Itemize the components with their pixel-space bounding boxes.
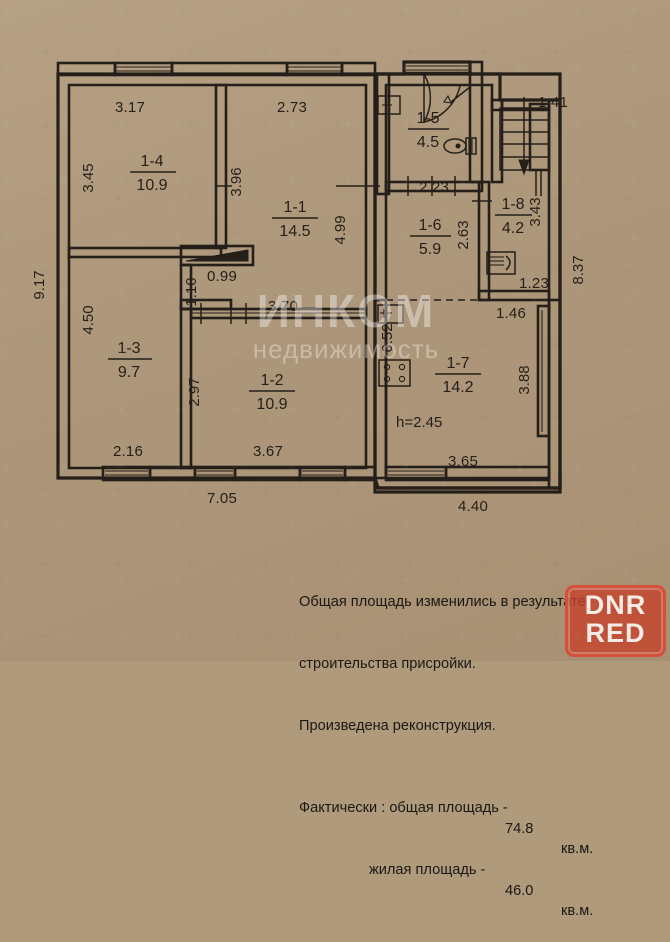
dnr-red-logo: DNR RED — [565, 585, 666, 657]
logo-line-2: RED — [568, 619, 663, 647]
dim-room12-left: 2.97 — [186, 377, 203, 406]
note-line-3: Произведена реконструкция. — [299, 716, 659, 737]
dim-room12-bottom: 3.67 — [253, 443, 283, 460]
room-labels: 1-4 10.9 1-1 14.5 1-3 9.7 1-2 10.9 1-5 4… — [108, 110, 532, 431]
living-area-label: жилая площадь - — [369, 860, 485, 881]
dim-room18-bottom: 1.46 — [496, 305, 526, 322]
dim-bath-width: 2.23 — [419, 179, 449, 196]
room-label-1-6: 1-6 — [418, 217, 441, 234]
dim-stair-width: 1.41 — [538, 94, 568, 111]
dim-room16-height: 2.63 — [455, 220, 472, 249]
dim-left-outer: 9.17 — [31, 270, 48, 299]
dim-right-outer: 8.37 — [570, 255, 587, 284]
stove-icon — [379, 360, 410, 386]
note-text-1: Общая площадь изменились в результате — [299, 592, 586, 613]
sink-icon — [378, 305, 403, 323]
room-label-1-1: 1-1 — [283, 199, 306, 216]
room-label-1-5: 1-5 — [416, 110, 439, 127]
dim-room17-right: 3.88 — [516, 365, 533, 394]
room-label-1-8: 1-8 — [501, 196, 524, 213]
room-label-1-4: 1-4 — [140, 153, 163, 170]
dim-room17-bottom: 3.65 — [448, 453, 478, 470]
dim-closet-depth: 1.10 — [183, 277, 200, 306]
note-line-2: строительства присройки. — [299, 654, 659, 675]
room-area-1-2: 10.9 — [256, 396, 287, 413]
outer-walls — [58, 62, 560, 488]
room-label-1-3: 1-3 — [117, 340, 140, 357]
living-area-value: 46.0 — [505, 881, 533, 902]
dim-tub-width: 1.23 — [519, 275, 549, 292]
dim-top-left: 3.17 — [115, 99, 145, 116]
living-area-unit: кв.м. — [561, 901, 593, 922]
bathtub-icon — [487, 252, 515, 274]
total-area-label: Фактически : общая площадь - — [299, 798, 508, 819]
dim-room13-bottom: 2.16 — [113, 443, 143, 460]
scan-page: 1-4 10.9 1-1 14.5 1-3 9.7 1-2 10.9 1-5 4… — [0, 0, 670, 661]
dim-room11-height: 3.96 — [228, 167, 245, 196]
dim-room12-top: 3.70 — [268, 298, 298, 315]
note-line-total: Фактически : общая площадь - 74.8 кв.м. — [299, 778, 659, 799]
room-area-1-7: 14.2 — [442, 379, 473, 396]
dim-left-upper: 3.45 — [80, 163, 97, 192]
room-label-1-2: 1-2 — [260, 372, 283, 389]
dim-bottom-total: 7.05 — [207, 490, 237, 507]
logo-line-1: DNR — [568, 591, 663, 619]
room-area-1-8: 4.2 — [502, 220, 524, 237]
dim-room18-right: 3.43 — [527, 197, 544, 226]
ceiling-height-label: h=2.45 — [396, 414, 442, 431]
dim-kitchen-left: 6.52 — [379, 323, 396, 352]
room-area-1-5: 4.5 — [417, 134, 439, 151]
note-line-living: жилая площадь - 46.0 кв.м. — [299, 839, 659, 860]
dim-left-lower: 4.50 — [80, 305, 97, 334]
room-area-1-4: 10.9 — [136, 177, 167, 194]
dim-top-mid: 2.73 — [277, 99, 307, 116]
note-text-3: Произведена реконструкция. — [299, 716, 496, 737]
dim-room11-right: 4.99 — [332, 215, 349, 244]
note-text-2: строительства присройки. — [299, 654, 476, 675]
room-area-1-6: 5.9 — [419, 241, 441, 258]
bath-window — [404, 62, 470, 73]
dim-closet-width: 0.99 — [207, 268, 237, 285]
dim-bottom-right-total: 4.40 — [458, 498, 488, 515]
room-area-1-3: 9.7 — [118, 364, 140, 381]
total-area-value: 74.8 — [505, 819, 533, 840]
room-area-1-1: 14.5 — [279, 223, 310, 240]
room-label-1-7: 1-7 — [446, 355, 469, 372]
